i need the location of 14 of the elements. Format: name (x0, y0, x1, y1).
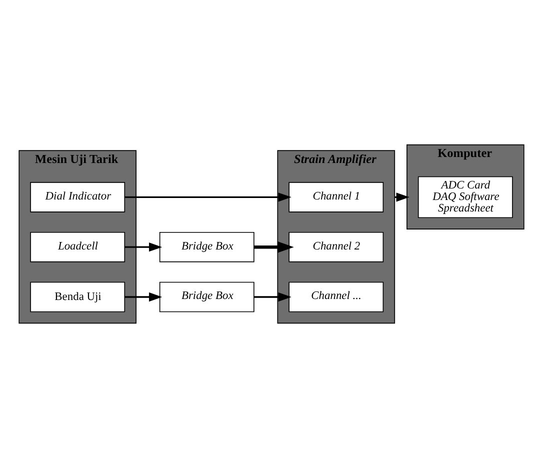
node-box: Channel 1 (288, 182, 384, 212)
arrow (254, 241, 294, 253)
arrow (254, 292, 292, 302)
node-box: Benda Uji (30, 282, 126, 312)
node-box: ADC Card DAQ Software Spreadsheet (418, 176, 513, 218)
arrow (124, 292, 162, 302)
node-box: Bridge Box (159, 232, 254, 262)
node-box: Channel ... (288, 282, 384, 312)
node-box: Bridge Box (159, 282, 254, 312)
node-box: Loadcell (30, 232, 126, 262)
node-box: Channel 2 (288, 232, 384, 262)
arrow (124, 242, 162, 252)
arrow (124, 192, 292, 202)
node-box: Dial Indicator (30, 182, 126, 212)
